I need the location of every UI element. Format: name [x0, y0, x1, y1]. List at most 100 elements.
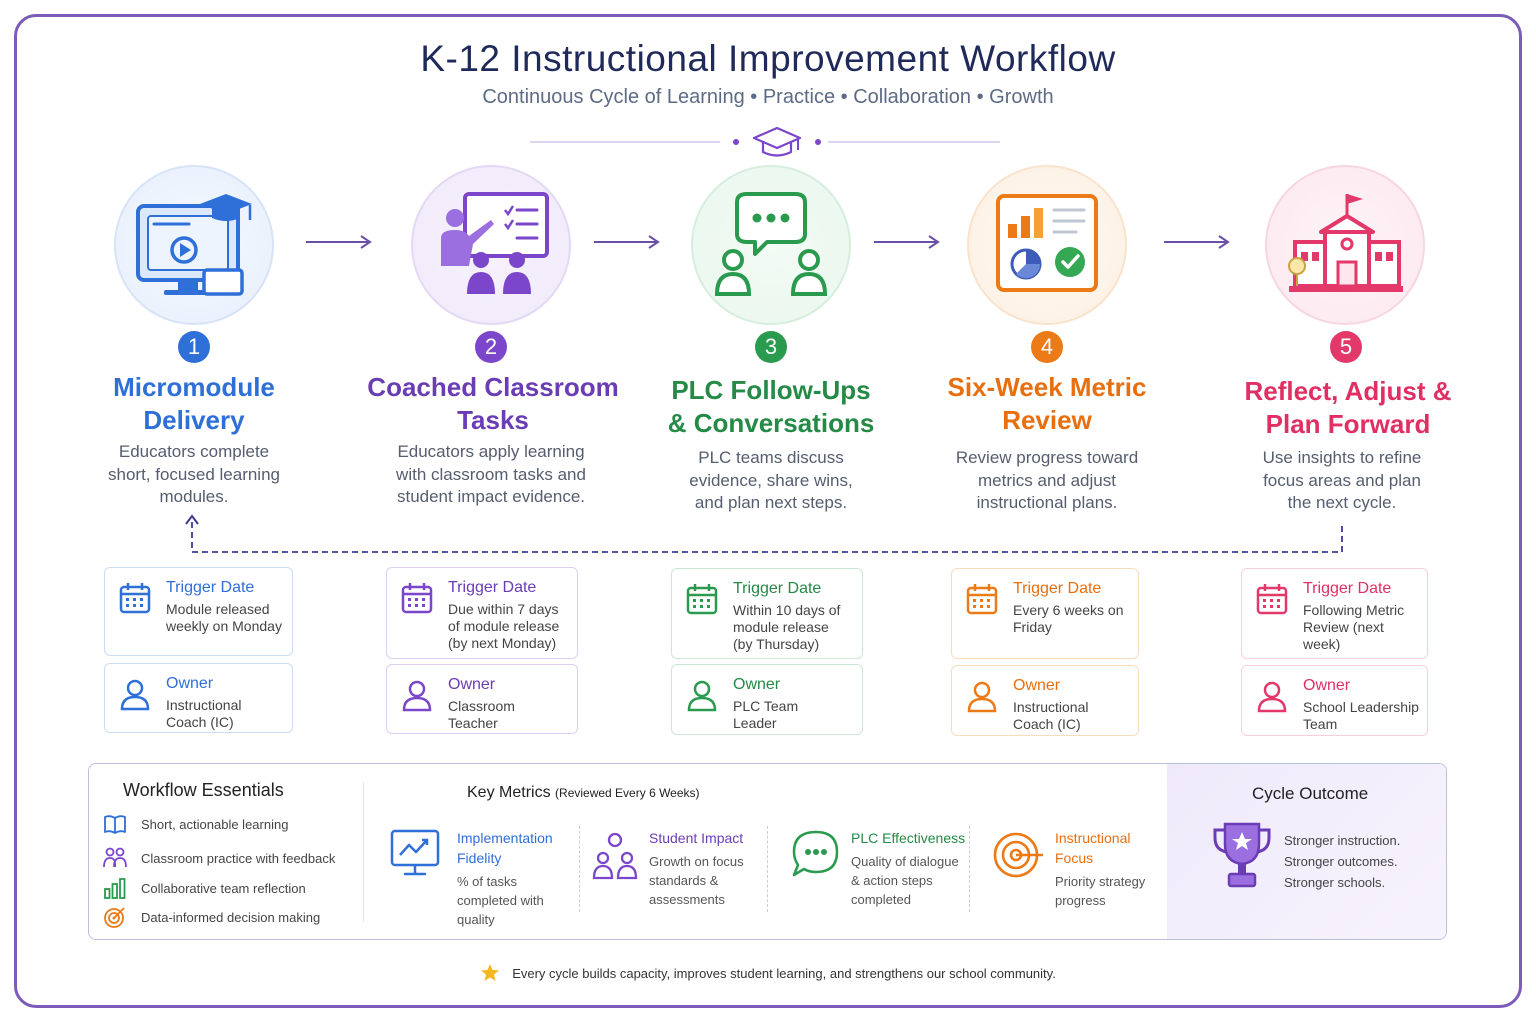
monitor-trend-icon [390, 829, 440, 876]
metric-title: Instructional Focus [1055, 830, 1131, 866]
card-title: Owner [166, 675, 214, 692]
graduation-cap-icon [752, 126, 802, 157]
section-divider [969, 826, 970, 912]
card-text: Within 10 days of module release (by Thu… [733, 602, 841, 652]
footer-note: Every cycle builds capacity, improves st… [0, 963, 1536, 983]
outcome-line: Stronger outcomes. [1284, 854, 1398, 869]
card-text: PLC Team Leader [733, 698, 799, 731]
card-text: Due within 7 days of module release (by … [448, 601, 560, 651]
key-metrics-note: (Reviewed Every 6 Weeks) [555, 786, 700, 800]
cycle-outcome: Cycle Outcome Stronger instruction. Stro… [1167, 764, 1446, 939]
person-icon [120, 679, 150, 711]
step-number-badge: 5 [1330, 331, 1362, 363]
outcome-text: Stronger instruction. Stronger outcomes.… [1284, 830, 1400, 893]
cycle-loop-arrow [185, 514, 1343, 553]
card-title: Owner [448, 676, 496, 693]
flow-arrow-1 [306, 235, 372, 249]
card-title: Owner [733, 676, 781, 693]
page-subtitle: Continuous Cycle of Learning • Practice … [482, 86, 1054, 108]
step-3-icon-circle [691, 165, 851, 325]
card-text: Classroom Teacher [448, 698, 515, 731]
card-text: Every 6 weeks on Friday [1013, 602, 1124, 635]
students-icon [592, 832, 638, 880]
people-icon [103, 847, 127, 868]
step-number-badge: 4 [1031, 331, 1063, 363]
card-title: Trigger Date [1303, 580, 1392, 597]
metric-text: Priority strategy progress [1055, 874, 1146, 908]
section-divider [579, 826, 580, 912]
metric-title: Student Impact [649, 830, 744, 846]
flow-arrow-3 [874, 235, 940, 249]
card-text: Instructional Coach (IC) [166, 697, 242, 730]
trigger-date-card: Trigger Date Due within 7 days of module… [386, 567, 578, 659]
section-divider [767, 826, 768, 912]
section-divider [363, 782, 364, 922]
workflow-essentials: Workflow Essentials Short, actionable le… [89, 764, 363, 939]
step-number-badge: 2 [475, 331, 507, 363]
title-divider [530, 126, 1000, 157]
essentials-item: Collaborative team reflection [103, 876, 306, 900]
person-icon [1257, 681, 1287, 713]
outcome-line: Stronger instruction. [1284, 833, 1401, 848]
owner-card: Owner School Leadership Team [1241, 665, 1428, 736]
step-4-icon-circle [967, 165, 1127, 325]
book-icon [104, 815, 126, 834]
key-metrics-title-text: Key Metrics [467, 784, 551, 801]
step-description: Use insights to refine focus areas and p… [1262, 448, 1422, 512]
step-heading: Coached Classroom Tasks [367, 372, 619, 435]
step-5-icon-circle [1265, 165, 1425, 325]
essentials-item: Data-informed decision making [103, 905, 320, 929]
step-1-icon-circle [114, 165, 274, 325]
metric-title: PLC Effectiveness [851, 830, 966, 846]
metric-text: % of tasks completed with quality [457, 874, 544, 927]
essentials-item-text: Classroom practice with feedback [141, 850, 336, 866]
metric-title: Implementation Fidelity [457, 830, 553, 866]
essentials-item-text: Short, actionable learning [141, 816, 289, 832]
teacher-board-icon [441, 192, 549, 294]
step-description: PLC teams discuss evidence, share wins, … [689, 448, 853, 512]
card-title: Trigger Date [733, 580, 822, 597]
card-title: Trigger Date [448, 579, 537, 596]
calendar-icon [1256, 584, 1288, 615]
trigger-date-card: Trigger Date Module released weekly on M… [104, 567, 293, 656]
person-icon [402, 680, 432, 712]
conversation-icon [714, 192, 828, 296]
flow-arrow-4 [1164, 235, 1230, 249]
essentials-item-text: Collaborative team reflection [141, 880, 306, 896]
card-text: Module released weekly on Monday [166, 601, 282, 634]
monitor-video-icon [136, 194, 252, 296]
chat-bubble-icon [792, 830, 839, 877]
target-icon [104, 907, 125, 928]
step-2-icon-circle [411, 165, 571, 325]
card-text: School Leadership Team [1303, 699, 1419, 732]
person-icon [687, 680, 717, 712]
step-description: Educators complete short, focused learni… [108, 442, 280, 506]
person-icon [967, 681, 997, 713]
dashboard-icon [996, 194, 1098, 292]
metric-text: Growth on focus standards & assessments [649, 854, 744, 907]
owner-card: Owner PLC Team Leader [671, 664, 863, 735]
school-building-icon [1288, 194, 1403, 292]
bullseye-icon [993, 832, 1043, 878]
calendar-icon [686, 584, 718, 615]
card-title: Trigger Date [1013, 580, 1102, 597]
page-title: K-12 Instructional Improvement Workflow [420, 38, 1116, 79]
calendar-icon [401, 583, 433, 614]
flow-arrow-2 [594, 235, 660, 249]
calendar-icon [966, 584, 998, 615]
essentials-item: Short, actionable learning [103, 812, 288, 836]
essentials-title: Workflow Essentials [123, 780, 284, 800]
trophy-icon [1213, 822, 1271, 888]
card-title: Owner [1013, 677, 1061, 694]
essentials-item: Classroom practice with feedback [103, 846, 335, 870]
star-icon [481, 964, 500, 981]
step-number-badge: 1 [178, 331, 210, 363]
trigger-date-card: Trigger Date Following Metric Review (ne… [1241, 568, 1428, 659]
card-title: Trigger Date [166, 579, 255, 596]
calendar-icon [119, 583, 151, 614]
outcome-title: Cycle Outcome [1252, 784, 1369, 803]
footer-text: Every cycle builds capacity, improves st… [512, 965, 1056, 981]
step-description: Educators apply learning with classroom … [396, 442, 586, 506]
owner-card: Owner Instructional Coach (IC) [951, 665, 1139, 736]
card-title: Owner [1303, 677, 1351, 694]
